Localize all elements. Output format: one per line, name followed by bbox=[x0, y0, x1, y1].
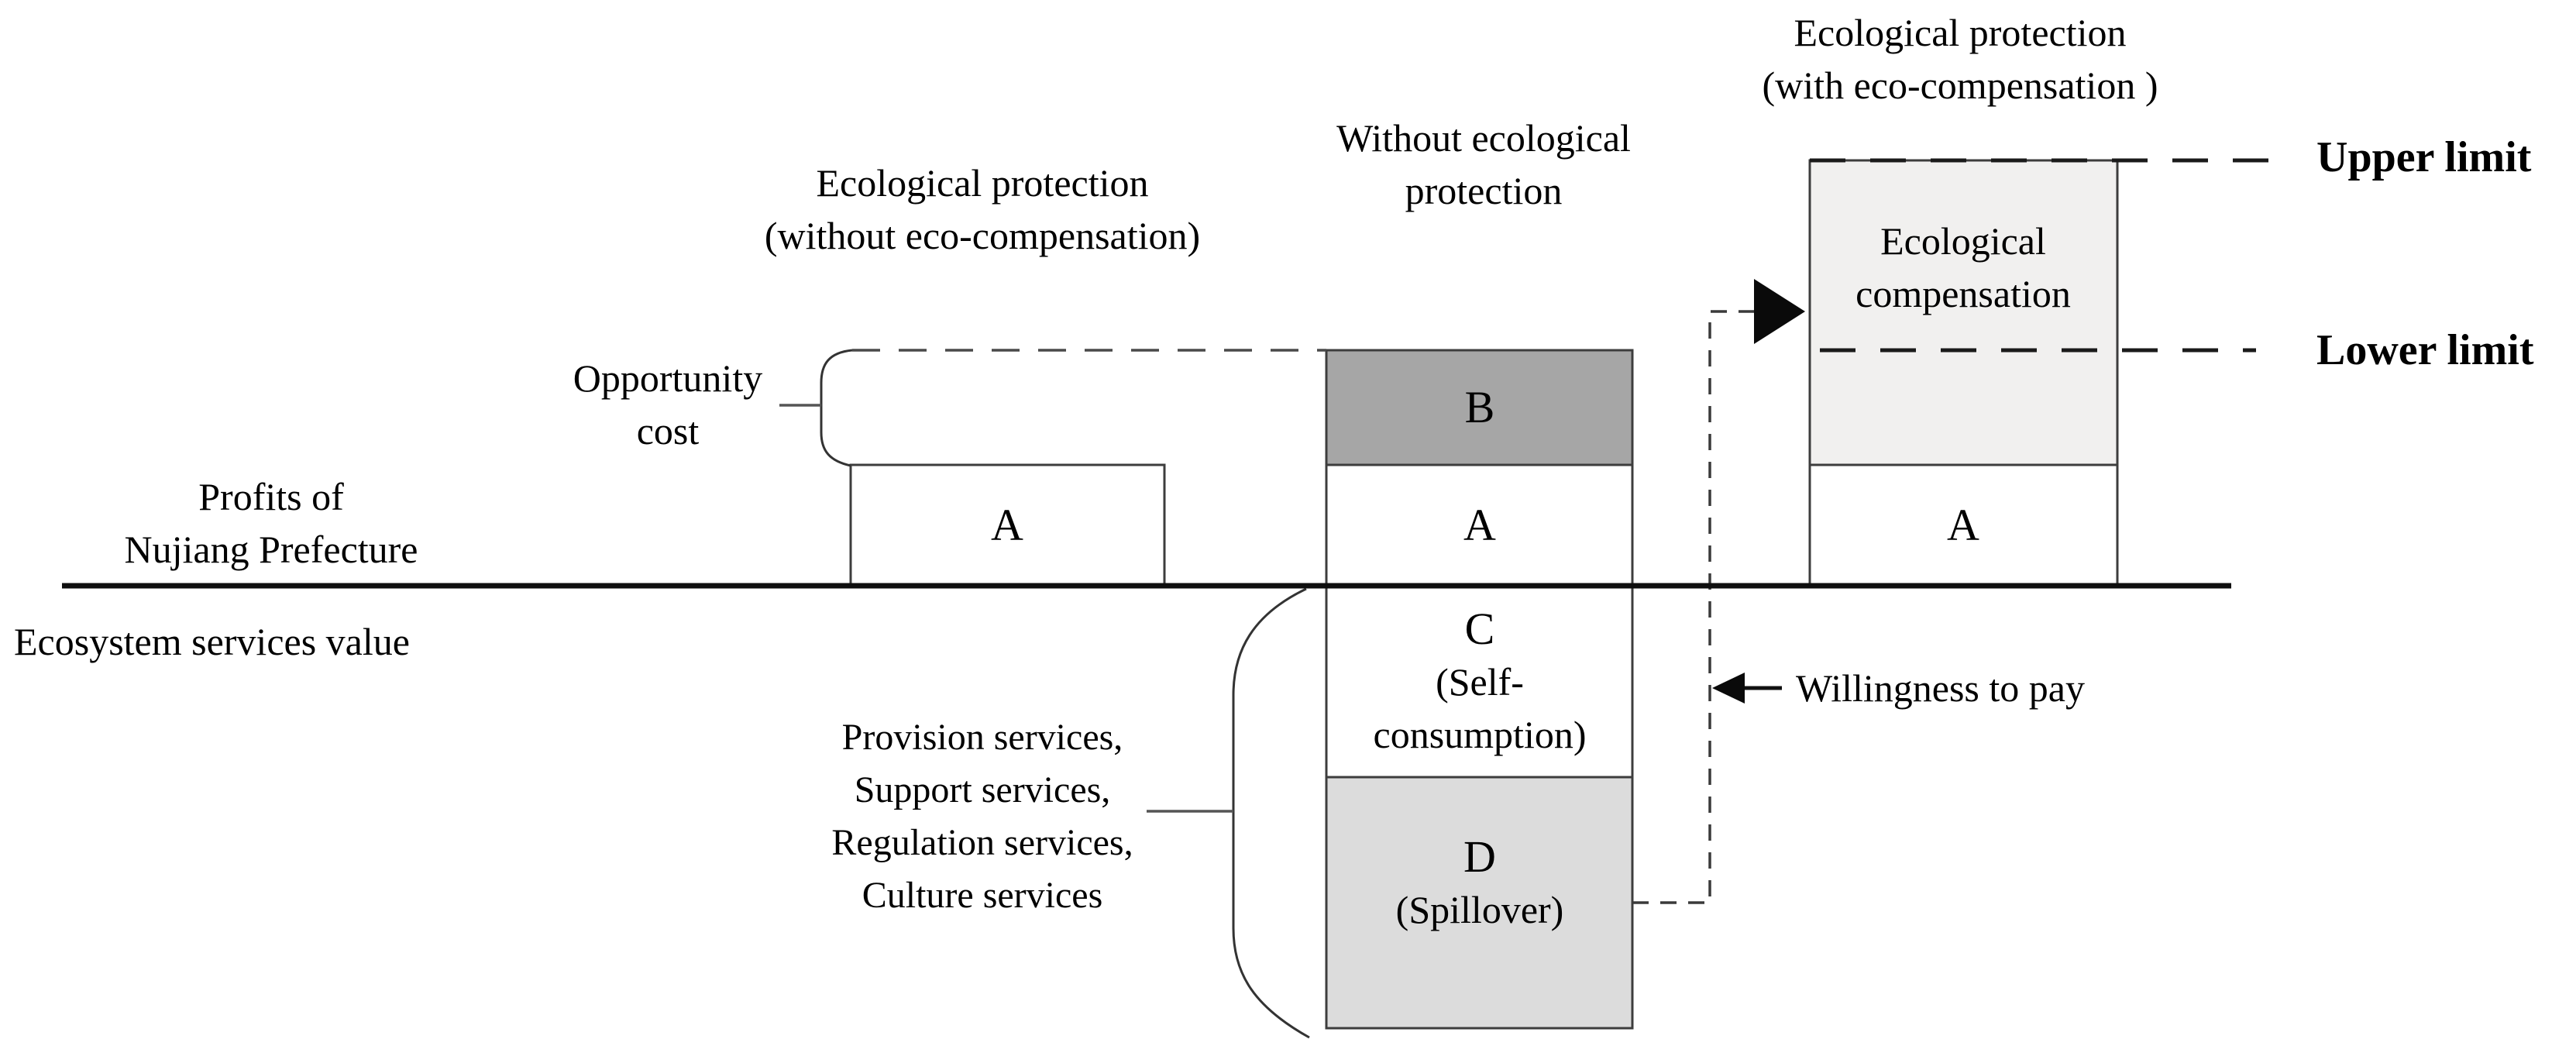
services-item-culture: Culture services bbox=[862, 875, 1103, 916]
right-scenario-title: Ecological protection (with eco-compensa… bbox=[1763, 6, 2158, 112]
services-item-regulation: Regulation services, bbox=[831, 822, 1133, 863]
middle-box-c-label: C (Self- consumption) bbox=[1374, 603, 1587, 761]
middle-scenario-title-line2: protection bbox=[1405, 169, 1563, 212]
middle-box-a bbox=[1325, 463, 1634, 587]
opportunity-cost-label: Opportunity cost bbox=[573, 352, 762, 457]
middle-box-d bbox=[1325, 776, 1634, 1030]
services-item-provision: Provision services, bbox=[841, 717, 1123, 758]
ecological-compensation-label: Ecological compensation bbox=[1855, 215, 2071, 320]
services-brace bbox=[1232, 587, 1310, 1039]
left-profit-box-a bbox=[849, 463, 1166, 587]
upper-limit-label: Upper limit bbox=[2316, 133, 2532, 181]
box-c-sub-line1: (Self- bbox=[1436, 660, 1524, 704]
left-scenario-title: Ecological protection (without eco-compe… bbox=[765, 157, 1200, 262]
ecosystem-services-value-label: Ecosystem services value bbox=[14, 620, 410, 663]
opportunity-cost-brace bbox=[820, 349, 853, 467]
opportunity-cost-line1: Opportunity bbox=[573, 356, 763, 400]
middle-box-b-label: B bbox=[1464, 382, 1495, 432]
box-c-sub-line2: consumption) bbox=[1373, 713, 1587, 756]
willingness-left-arrowhead-icon bbox=[1712, 673, 1745, 704]
willingness-dashed-path bbox=[1632, 310, 1756, 904]
middle-box-d-label: D (Spillover) bbox=[1396, 831, 1564, 936]
right-eco-compensation-box bbox=[1808, 159, 2119, 466]
middle-box-a-label: A bbox=[1463, 500, 1496, 550]
right-box-a-label: A bbox=[1947, 500, 1979, 550]
left-box-a-label: A bbox=[991, 500, 1023, 550]
willingness-to-pay-label: Willingness to pay bbox=[1796, 666, 2085, 710]
profits-label: Profits of Nujiang Prefecture bbox=[124, 470, 418, 576]
middle-scenario-title-line1: Without ecological bbox=[1336, 116, 1631, 160]
right-scenario-title-line2: (with eco-compensation ) bbox=[1762, 64, 2158, 107]
left-scenario-title-line1: Ecological protection bbox=[816, 161, 1149, 205]
middle-box-b bbox=[1325, 349, 1634, 466]
services-list: Provision services, Support services, Re… bbox=[831, 711, 1133, 922]
profits-label-line1: Profits of bbox=[198, 475, 344, 518]
middle-scenario-title: Without ecological protection bbox=[1336, 112, 1631, 217]
box-d-sub-line1: (Spillover) bbox=[1395, 888, 1564, 931]
opportunity-cost-line2: cost bbox=[636, 409, 700, 452]
ecological-compensation-line1: Ecological bbox=[1880, 219, 2046, 263]
compensation-arrowhead-icon bbox=[1754, 279, 1805, 344]
services-item-support: Support services, bbox=[854, 769, 1111, 810]
box-d-letter: D bbox=[1463, 831, 1496, 882]
left-scenario-title-line2: (without eco-compensation) bbox=[764, 214, 1201, 257]
box-c-letter: C bbox=[1464, 604, 1495, 654]
ecological-compensation-line2: compensation bbox=[1855, 272, 2071, 315]
profits-label-line2: Nujiang Prefecture bbox=[124, 528, 418, 571]
middle-box-c bbox=[1325, 584, 1634, 779]
right-scenario-title-line1: Ecological protection bbox=[1794, 11, 2127, 54]
lower-limit-label: Lower limit bbox=[2316, 326, 2534, 374]
